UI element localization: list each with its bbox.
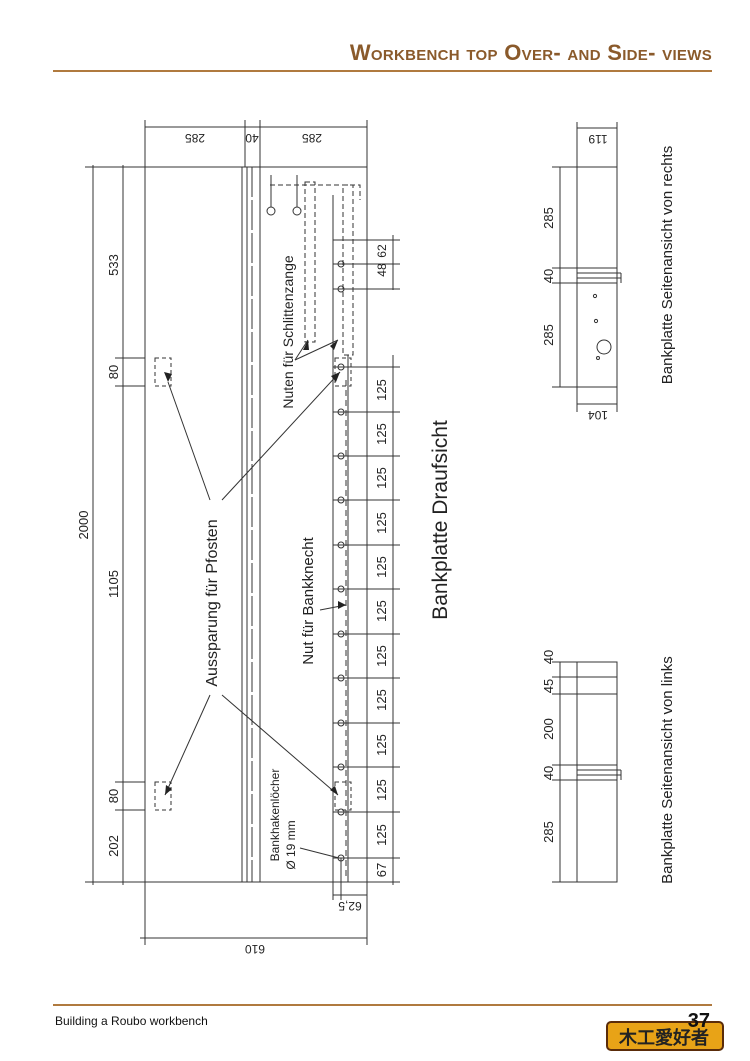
dim-right-thickness: 119 — [588, 132, 607, 146]
side-view-right-outline — [576, 166, 618, 388]
dim-left-width: 285 — [185, 131, 205, 145]
view-title-top: Bankplatte Draufsicht — [429, 420, 452, 620]
dim-offset: 62,5 — [338, 899, 362, 913]
label-holdfast-diameter: Ø 19 mm — [284, 820, 298, 869]
dim-left-2: 45 — [541, 679, 556, 693]
footer-book-title: Building a Roubo workbench — [55, 1014, 208, 1028]
hole-spacing-5: 125 — [374, 556, 389, 578]
hole-spacing-4: 125 — [374, 512, 389, 534]
dim-seg-1: 533 — [106, 254, 121, 276]
leg-mortise-right-top — [334, 357, 352, 387]
label-leg-mortises: Aussparung für Pfosten — [204, 519, 221, 686]
leg-mortise-left-top — [154, 357, 172, 387]
dim-seg-3: 1105 — [106, 570, 121, 598]
hole-spacing-6: 125 — [374, 600, 389, 622]
header-divider — [53, 70, 712, 72]
holdfast-holes — [337, 363, 345, 862]
dim-left-5: 285 — [541, 821, 556, 843]
hole-spacing-7: 125 — [374, 645, 389, 667]
dim-small-b: 62 — [375, 244, 389, 258]
dim-total-length: 2000 — [76, 511, 91, 540]
label-groove-planing-stop: Nut für Bankknecht — [300, 536, 317, 664]
dim-right-1: 285 — [541, 207, 556, 229]
dim-right-3: 285 — [541, 324, 556, 346]
label-holdfast-holes: Bankhakenlöcher — [268, 769, 282, 862]
dim-seg-2: 80 — [106, 365, 121, 379]
page-title: Workbench top Over- and Side- views — [349, 40, 712, 65]
hole-start: 67 — [374, 863, 389, 877]
logo-text: 木工愛好者 — [618, 1027, 709, 1049]
dim-seg-5: 202 — [106, 835, 121, 857]
dim-left-1: 40 — [541, 650, 556, 664]
leg-mortise-left-bottom — [154, 781, 172, 811]
leg-mortise-right-bottom — [334, 781, 352, 811]
dim-middle: 40 — [245, 131, 259, 145]
hole-spacing-8: 125 — [374, 689, 389, 711]
dim-right-width: 285 — [302, 131, 322, 145]
dim-overall-width: 610 — [245, 942, 265, 956]
view-title-left: Bankplatte Seitenansicht von links — [659, 656, 676, 884]
dim-seg-4: 80 — [106, 789, 121, 803]
dim-left-3: 200 — [541, 718, 556, 740]
site-logo: 木工愛好者 — [606, 1021, 724, 1051]
view-title-right: Bankplatte Seitenansicht von rechts — [659, 146, 676, 384]
page-number: 37 — [687, 1010, 710, 1032]
hole-spacing-11: 125 — [374, 824, 389, 846]
top-view-outline — [144, 166, 368, 883]
hole-spacing-10: 125 — [374, 779, 389, 801]
hole-spacing-9: 125 — [374, 734, 389, 756]
dim-small-a: 48 — [375, 263, 389, 277]
dim-right-bottom-thickness: 104 — [588, 408, 608, 422]
dim-left-4: 40 — [541, 766, 556, 780]
footer-divider — [53, 1004, 712, 1006]
hole-spacing-1: 125 — [374, 379, 389, 401]
hole-spacing-labels: 125 125 125 125 125 125 125 125 125 125 … — [374, 379, 389, 877]
dim-right-2: 40 — [541, 269, 556, 283]
label-groove-tail-vise: Nuten für Schlittenzange — [280, 255, 296, 409]
hole-spacing-2: 125 — [374, 423, 389, 445]
hole-spacing-3: 125 — [374, 467, 389, 489]
side-view-left-outline — [576, 661, 618, 883]
